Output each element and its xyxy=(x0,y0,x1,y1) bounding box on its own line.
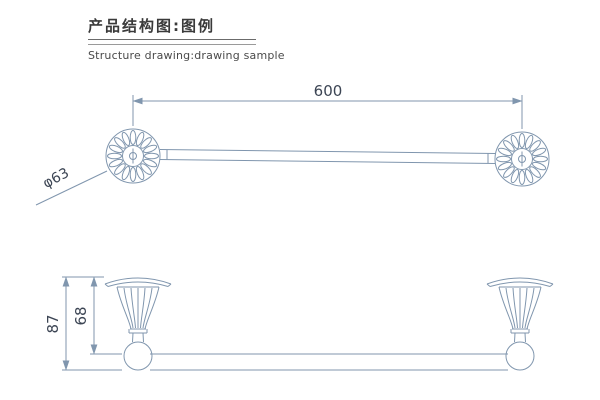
towel-bar-side xyxy=(150,353,508,371)
dim-600-label: 600 xyxy=(314,82,343,100)
side-view-drawing: 87 68 xyxy=(44,276,554,371)
dim-68-label: 68 xyxy=(72,306,90,325)
dim-87-label: 87 xyxy=(44,314,62,333)
dim-phi63-label: φ63 xyxy=(40,165,71,192)
dimension-diameter-63: φ63 xyxy=(35,165,108,206)
top-view-drawing: 600 φ63 xyxy=(35,82,550,206)
page-title-chinese: 产品结构图:图例 xyxy=(88,17,215,35)
towel-bar-front xyxy=(159,149,496,164)
rosette-left xyxy=(105,128,161,184)
bracket-left xyxy=(104,277,172,371)
bracket-right xyxy=(486,277,554,371)
dimension-length-600: 600 xyxy=(132,82,523,129)
rosette-right xyxy=(494,131,550,187)
title-underline xyxy=(88,39,256,45)
page-title-english: Structure drawing:drawing sample xyxy=(88,49,285,62)
drawing-header: 产品结构图:图例 Structure drawing:drawing sampl… xyxy=(88,16,285,62)
dimension-bar-height-68: 68 xyxy=(72,276,122,355)
